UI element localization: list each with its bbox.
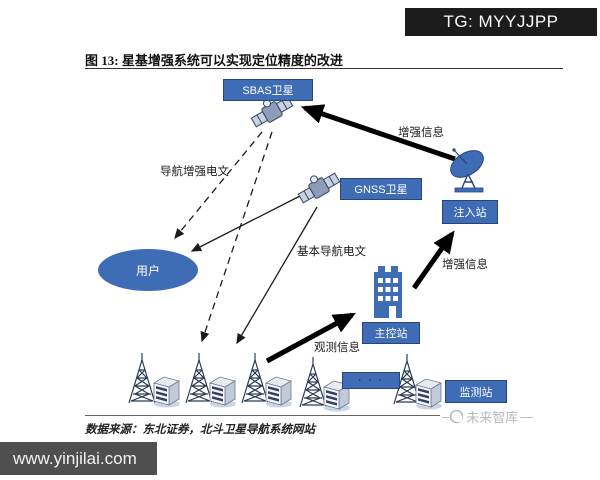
title-divider <box>85 68 563 69</box>
watermark: – 未来智库 — <box>440 408 534 425</box>
radio-tower-icon <box>299 356 327 408</box>
node-gnss-satellite: GNSS卫星 <box>340 178 422 200</box>
source-divider <box>85 415 447 416</box>
node-master-station: 主控站 <box>362 322 420 344</box>
node-injection-station: 注入站 <box>442 200 498 224</box>
watermark-dash: – <box>442 409 449 424</box>
gnss-downlink-arrows <box>190 195 318 345</box>
radio-tower-icon <box>185 352 213 404</box>
radio-tower-icon <box>241 352 269 404</box>
node-sbas-satellite: SBAS卫星 <box>223 79 313 101</box>
label-basic-nav-message: 基本导航电文 <box>297 246 366 258</box>
future-thinktank-logo-icon <box>449 409 464 424</box>
node-user: 用户 <box>98 249 198 291</box>
label-observation-info: 观测信息 <box>314 342 360 354</box>
master-station-building-icon <box>374 266 402 318</box>
label-nav-augmentation-message: 导航增强电文 <box>160 166 229 178</box>
dish-antenna-icon <box>450 148 484 193</box>
website-url-badge: www.yinjilai.com <box>0 442 157 475</box>
tg-contact-badge: TG: MYYJJPP <box>405 8 597 36</box>
radio-tower-icon <box>128 352 156 404</box>
monitor-building-icon <box>209 376 237 408</box>
augmentation-flow-arrows <box>265 104 456 364</box>
figure-source: 数据来源：东北证券，北斗卫星导航系统网站 <box>85 424 315 436</box>
gnss-satellite-icon <box>293 165 342 206</box>
label-augmentation-info-top: 增强信息 <box>398 127 444 139</box>
monitor-building-icon <box>153 376 181 408</box>
monitor-building-icon <box>415 378 443 410</box>
figure-title: 图 13: 星基增强系统可以实现定位精度的改进 <box>85 53 343 68</box>
label-augmentation-info-right: 增强信息 <box>442 259 488 271</box>
watermark-text: 未来智库 <box>466 410 519 425</box>
monitor-building-icon <box>265 376 293 408</box>
watermark-dash: — <box>520 409 533 424</box>
node-ellipsis: · · · <box>342 372 400 389</box>
node-monitor-station: 监测站 <box>445 380 507 403</box>
